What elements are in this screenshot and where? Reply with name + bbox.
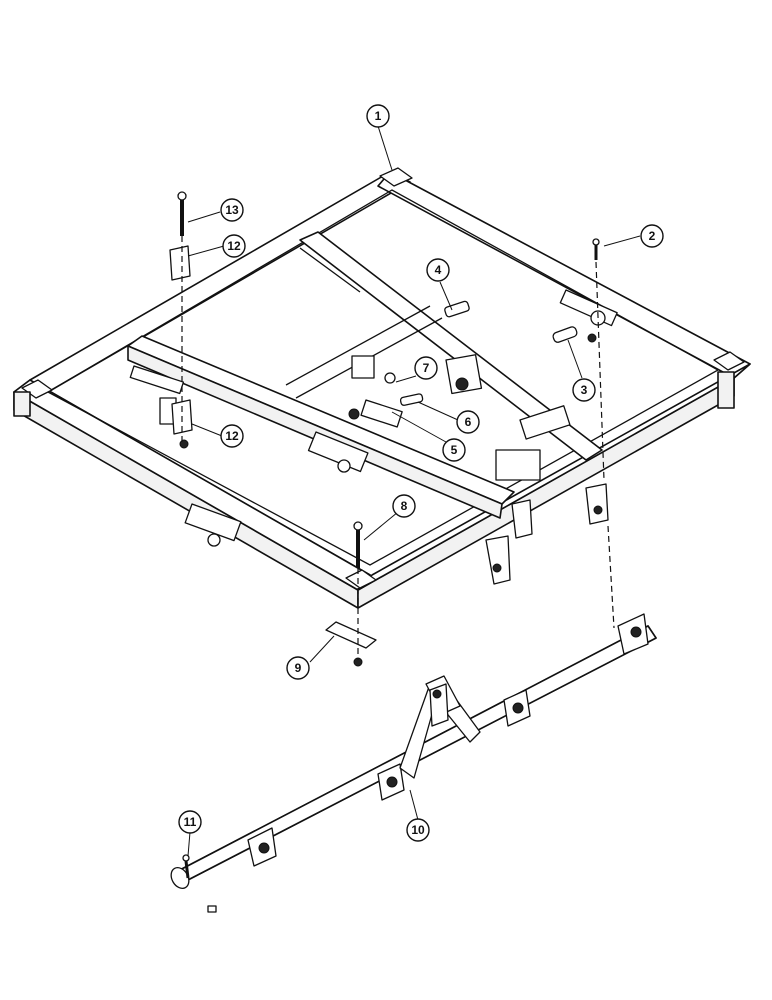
callout-label: 5: [451, 443, 458, 457]
main-frame: [13, 167, 751, 609]
callout-12-upper: 12: [222, 234, 246, 258]
callout-6: 6: [456, 410, 480, 434]
callout-label: 9: [295, 661, 302, 675]
callout-label: 10: [411, 823, 425, 837]
callout-label: 12: [225, 429, 239, 443]
callout-label: 7: [423, 361, 430, 375]
callout-10: 10: [406, 818, 430, 842]
callout-2: 2: [640, 224, 664, 248]
callout-1: 1: [366, 104, 390, 128]
callout-5: 5: [442, 438, 466, 462]
callout-label: 2: [649, 229, 656, 243]
callout-label: 13: [225, 203, 239, 217]
alignment-lines: [181, 236, 615, 660]
callout-label: 1: [375, 109, 382, 123]
callout-13: 13: [220, 198, 244, 222]
callout-label: 11: [184, 815, 197, 829]
callout-label: 6: [465, 415, 472, 429]
callout-9: 9: [286, 656, 310, 680]
callout-label: 4: [435, 263, 442, 277]
callout-11: 11: [178, 810, 202, 834]
callout-label: 3: [581, 383, 588, 397]
callout-7: 7: [414, 356, 438, 380]
callout-label: 12: [227, 239, 241, 253]
callout-8: 8: [392, 494, 416, 518]
frame-cross-members: [127, 231, 603, 519]
leader-lines: [187, 125, 641, 857]
callout-12-lower: 12: [220, 424, 244, 448]
callout-label: 8: [401, 499, 408, 513]
center-hardware: [348, 300, 606, 428]
callout-4: 4: [426, 258, 450, 282]
cross-tube-assembly: [170, 613, 657, 913]
callout-3: 3: [572, 378, 596, 402]
